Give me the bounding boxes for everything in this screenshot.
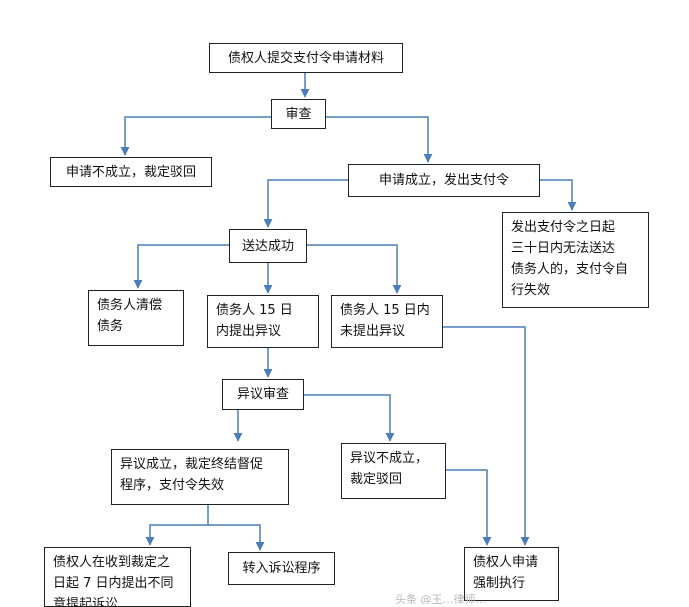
node-objection-15-days: 债务人 15 日 内提出异议	[207, 295, 319, 348]
node-debtor-pays: 债务人清偿 债务	[88, 290, 184, 346]
node-litigation: 转入诉讼程序	[228, 552, 335, 585]
arrow-valid-to-creditor	[145, 505, 209, 546]
node-expire-30-days: 发出支付令之日起 三十日内无法送达 债务人的，支付令自 行失效	[502, 212, 649, 308]
node-objection-review: 异议审查	[222, 379, 304, 410]
arrow-issue-to-served	[263, 179, 348, 228]
arrow-served-to-pay	[133, 244, 229, 289]
arrow-review-to-issue	[326, 116, 433, 163]
arrow-issue-to-expire	[540, 179, 577, 211]
node-enforcement: 债权人申请 强制执行	[464, 547, 559, 601]
node-issue-payment-order: 申请成立，发出支付令	[348, 164, 540, 197]
node-no-objection-15-days: 债务人 15 日内 未提出异议	[331, 295, 443, 348]
node-objection-valid: 异议成立，裁定终结督促 程序，支付令失效	[111, 449, 289, 505]
node-reject: 申请不成立，裁定驳回	[50, 157, 212, 187]
node-objection-invalid: 异议不成立， 裁定驳回	[341, 443, 446, 499]
arrow-review-to-invalid	[304, 394, 395, 442]
watermark: 头条 @王…律师…	[395, 594, 487, 604]
arrow-invalid-to-enforce	[446, 469, 492, 546]
arrow-review-to-reject	[120, 116, 271, 156]
node-review: 审查	[271, 99, 326, 129]
arrow-no-objection-to-enforce	[443, 326, 530, 546]
node-creditor-7-days: 债权人在收到裁定之 日起 7 日内提出不同 意提起诉讼	[44, 547, 191, 607]
node-submit-application: 债权人提交支付令申请材料	[209, 43, 403, 73]
node-served: 送达成功	[229, 229, 307, 263]
arrow-served-to-no-objection	[307, 244, 402, 294]
arrow-valid-to-litigation	[208, 524, 265, 551]
